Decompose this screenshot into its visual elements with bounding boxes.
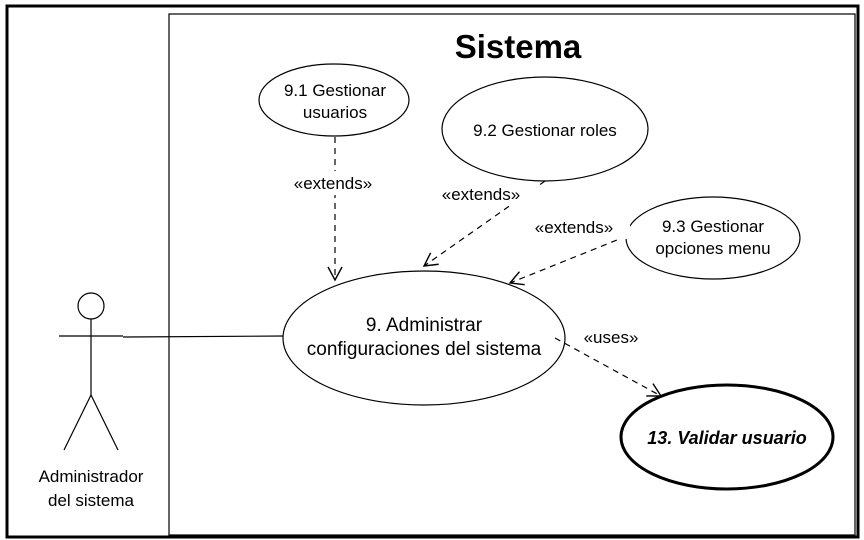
extends-label-2: «extends» bbox=[442, 185, 520, 204]
actor-right-leg-icon bbox=[90, 394, 119, 451]
use-case-9-3-ellipse bbox=[625, 196, 801, 280]
extends-label-3: «extends» bbox=[535, 218, 613, 237]
extends-arrow-3 bbox=[508, 235, 628, 286]
outer-frame bbox=[5, 4, 860, 539]
use-case-9-2[interactable]: 9.2 Gestionar roles bbox=[441, 76, 649, 182]
uses-label-bg bbox=[575, 326, 647, 348]
system-title: Sistema bbox=[455, 28, 582, 65]
uses-arrow bbox=[554, 337, 663, 397]
actor-name-line2: del sistema bbox=[48, 491, 135, 510]
extends-label-2-bg bbox=[426, 183, 536, 206]
use-case-9-ellipse bbox=[282, 270, 566, 406]
actor-administrador[interactable]: Administrador del sistema bbox=[39, 292, 144, 510]
use-case-13[interactable]: 13. Validar usuario bbox=[619, 383, 835, 491]
use-case-9-1-ellipse bbox=[258, 63, 410, 137]
actor-head-icon bbox=[77, 292, 105, 320]
use-case-13-ellipse bbox=[619, 383, 835, 491]
uses-label: «uses» bbox=[584, 328, 639, 347]
use-case-9-1-line1: 9.1 Gestionar bbox=[284, 81, 386, 100]
extends-label-1: «extends» bbox=[294, 174, 372, 193]
use-case-9-1-line2: usuarios bbox=[303, 103, 367, 122]
use-case-9-2-label: 9.2 Gestionar roles bbox=[473, 121, 617, 140]
use-case-13-label: 13. Validar usuario bbox=[647, 428, 806, 448]
use-case-9[interactable]: 9. Administrar configuraciones del siste… bbox=[282, 270, 566, 406]
system-boundary bbox=[168, 13, 856, 536]
extends-label-3-bg bbox=[520, 216, 630, 239]
actor-name-line1: Administrador bbox=[39, 467, 144, 486]
use-case-9-3[interactable]: 9.3 Gestionar opciones menu bbox=[625, 196, 801, 280]
extends-label-1-bg bbox=[276, 171, 390, 195]
use-case-9-line1: 9. Administrar bbox=[366, 315, 483, 336]
actor-left-leg-icon bbox=[63, 394, 92, 451]
use-case-9-3-line2: opciones menu bbox=[655, 239, 770, 258]
use-case-9-3-line1: 9.3 Gestionar bbox=[662, 217, 764, 236]
use-case-9-1[interactable]: 9.1 Gestionar usuarios bbox=[258, 63, 410, 137]
association-line bbox=[122, 335, 286, 338]
use-case-9-line2: configuraciones del sistema bbox=[307, 339, 542, 360]
